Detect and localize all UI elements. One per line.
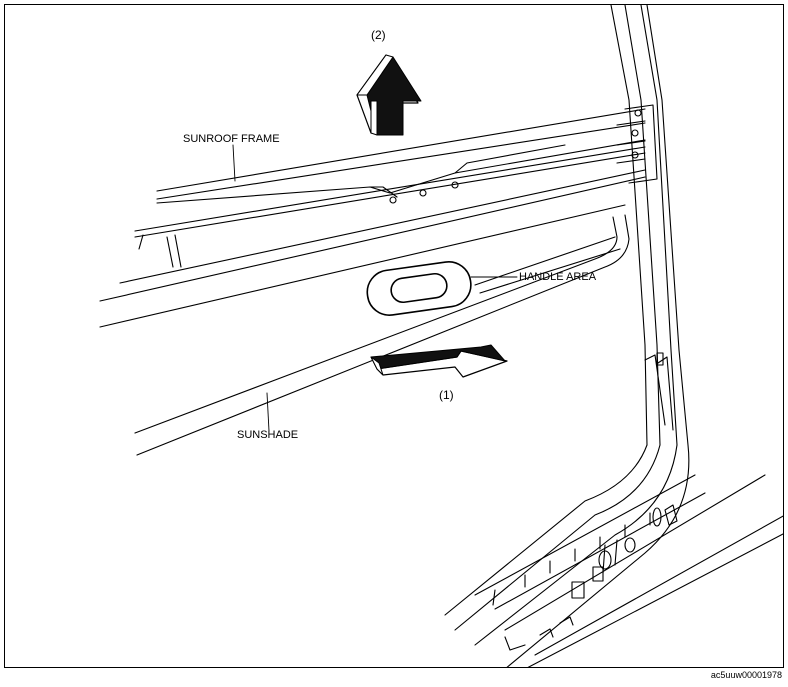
line-drawing xyxy=(99,5,783,667)
up-arrow-icon xyxy=(356,54,422,136)
handle-area-label: HANDLE AREA xyxy=(519,271,597,283)
leader-lines xyxy=(232,144,518,432)
slide-arrow-icon xyxy=(370,344,508,378)
sunroof-frame-label: SUNROOF FRAME xyxy=(183,133,280,145)
sunroof-frame-rails xyxy=(99,104,658,328)
sunshade-label: SUNSHADE xyxy=(237,429,299,441)
image-code: ac5uuw00001978 xyxy=(710,670,782,680)
step-2-label: (2) xyxy=(371,28,386,42)
step-1-label: (1) xyxy=(439,388,454,402)
sunshade-handle xyxy=(366,261,472,316)
sunshade-panel xyxy=(134,214,630,456)
sill-panel xyxy=(474,474,783,667)
body-pillar xyxy=(444,5,690,667)
diagram-frame: (2) SUNROOF FRAME HANDLE AREA (1) SUNSHA… xyxy=(4,4,784,668)
frame-holes xyxy=(389,109,642,204)
